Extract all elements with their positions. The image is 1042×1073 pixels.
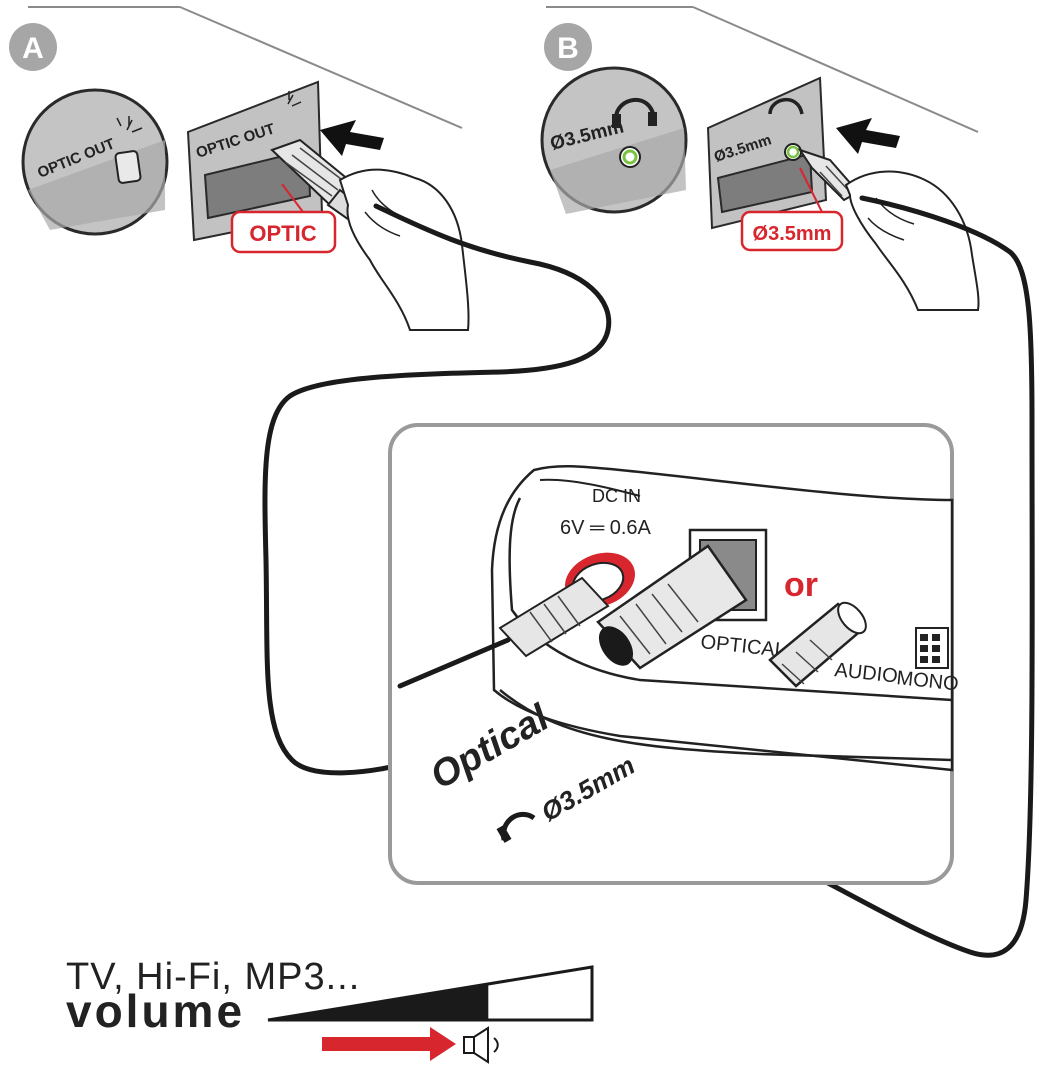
push-arrow-icon [836, 118, 900, 154]
dc-plug [498, 552, 635, 658]
volume-label: volume [66, 985, 246, 1037]
step-b: B Ø3.5mm Ø3.5mm Ø3.5mm [540, 23, 980, 311]
power-rating-label: 6V ═ 0.6A [560, 517, 652, 539]
zoom-panel-edge [550, 128, 686, 214]
step-b-badge [544, 23, 592, 71]
audio-sources-text: TV, Hi-Fi, MP3... [66, 956, 361, 998]
headphone-icon [614, 98, 656, 119]
volume-level-fill [268, 983, 489, 1020]
sparkle-icon [116, 116, 143, 133]
dc-in-label: DC IN [592, 486, 641, 506]
jack-cable-tag [740, 210, 844, 252]
volume-gauge [267, 965, 594, 1022]
headphone-icon-ear-right [648, 112, 657, 126]
headphone-icon-ear [496, 825, 512, 843]
jack-cable-tag-text: Ø3.5mm [753, 223, 832, 245]
optical-plug-inserted [596, 544, 748, 670]
hand-b [844, 170, 980, 311]
dc-power-cable [397, 637, 511, 689]
hand-a [338, 168, 470, 331]
optic-cable-tag [230, 210, 337, 254]
push-arrow-icon [320, 120, 384, 156]
headphone-icon [768, 97, 804, 115]
speaker-icon [463, 1026, 499, 1064]
mono-connector [915, 627, 949, 669]
audio-jack-plug-inserted [768, 601, 867, 688]
panel-recess [203, 148, 312, 220]
optical-cable [262, 203, 612, 776]
or-label: or [784, 566, 818, 604]
guide-line-a-diag [179, 6, 463, 129]
sparkle-icon [287, 91, 302, 107]
step-a-badge [9, 23, 57, 71]
optic-cable-tag-text: OPTIC [249, 221, 316, 246]
volume-up-arrow [322, 1027, 456, 1061]
step-a-badge-letter: A [22, 32, 44, 65]
step-b-badge-letter: B [557, 32, 579, 65]
headphone-icon-ear-left [612, 114, 621, 128]
panel-jack-ring [786, 145, 800, 159]
zoom-jack-ring [622, 149, 638, 165]
zoom-optic-port [114, 150, 142, 184]
guide-line-b-diag [692, 6, 979, 133]
step-a: A OPTIC OUT OPTIC OUT OPTIC [9, 23, 470, 331]
